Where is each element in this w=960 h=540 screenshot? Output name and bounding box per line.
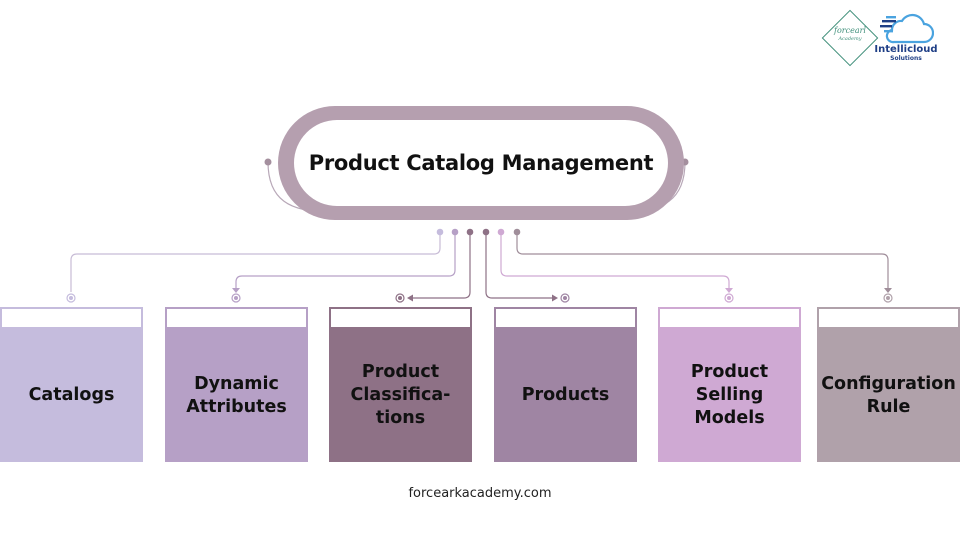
box-product-selling-models-label: Product Selling Models — [690, 362, 769, 428]
end-dot-product-selling-models — [727, 296, 731, 300]
box-configuration-rule-body: Configuration Rule — [817, 329, 960, 462]
forceark-logo-name: forcearl — [834, 26, 866, 35]
box-configuration-rule-label: Configuration Rule — [821, 373, 956, 417]
footer-url[interactable]: forcearkacademy.com — [408, 486, 552, 501]
end-dot-configuration-rule — [886, 296, 890, 300]
left-side-dot — [264, 158, 272, 166]
box-product-classifications: Product Classifica- tions — [329, 307, 472, 462]
box-products-header — [494, 307, 637, 329]
node-dot-product-selling-models — [497, 228, 505, 236]
branch-configuration-rule — [516, 232, 889, 290]
arrow-product-selling-models — [725, 288, 733, 293]
box-product-classifications-header — [329, 307, 472, 329]
arrow-configuration-rule — [884, 288, 892, 293]
box-dynamic-attributes-label: Dynamic Attributes — [186, 373, 287, 417]
node-dot-product-classifications — [466, 228, 474, 236]
branch-dynamic-attributes — [235, 232, 456, 290]
end-dot-dynamic-attributes — [234, 296, 238, 300]
intellicloud-logo-name: Intellicloud — [874, 44, 938, 55]
arrow-product-classifications — [407, 294, 413, 302]
box-dynamic-attributes: Dynamic Attributes — [165, 307, 308, 462]
branch-product-selling-models — [500, 232, 730, 290]
box-configuration-rule-header — [817, 307, 960, 329]
branch-catalogs — [70, 232, 441, 292]
arrow-dynamic-attributes — [232, 288, 240, 293]
node-dot-products — [482, 228, 490, 236]
intellicloud-logo-sub: Solutions — [890, 55, 922, 62]
box-product-selling-models: Product Selling Models — [658, 307, 801, 462]
box-dynamic-attributes-header — [165, 307, 308, 329]
node-dot-configuration-rule — [513, 228, 521, 236]
box-dynamic-attributes-body: Dynamic Attributes — [165, 329, 308, 462]
end-dot-catalogs — [69, 296, 73, 300]
diagram-title: Product Catalog Management — [308, 151, 654, 175]
forceark-logo: forcearl Academy — [828, 26, 872, 42]
box-product-classifications-body: Product Classifica- tions — [329, 329, 472, 462]
box-product-selling-models-body: Product Selling Models — [658, 329, 801, 462]
intellicloud-cloud-icon — [880, 13, 934, 44]
box-products-body: Products — [494, 329, 637, 462]
box-catalogs-body: Catalogs — [0, 329, 143, 462]
node-dot-catalogs — [436, 228, 444, 236]
arrow-products — [552, 294, 558, 302]
box-products: Products — [494, 307, 637, 462]
node-dot-dynamic-attributes — [451, 228, 459, 236]
end-dot-products — [563, 296, 567, 300]
box-product-classifications-label: Product Classifica- tions — [350, 362, 451, 428]
title-pill: Product Catalog Management — [294, 120, 668, 206]
box-configuration-rule: Configuration Rule — [817, 307, 960, 462]
box-catalogs-header — [0, 307, 143, 329]
end-dot-product-classifications — [398, 296, 402, 300]
box-catalogs: Catalogs — [0, 307, 143, 462]
branch-products — [485, 232, 553, 299]
box-product-selling-models-header — [658, 307, 801, 329]
forceark-logo-sub: Academy — [838, 36, 862, 42]
box-catalogs-label: Catalogs — [28, 385, 115, 405]
branch-product-classifications — [412, 232, 471, 299]
box-products-label: Products — [521, 385, 610, 405]
